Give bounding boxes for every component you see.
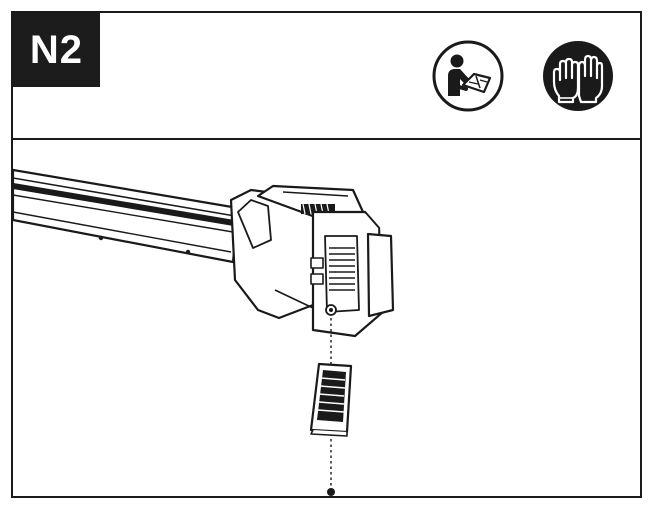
step-badge: N2 — [13, 13, 100, 87]
panel-header: N2 — [13, 13, 640, 140]
tool-head — [229, 184, 395, 338]
read-manual-icon — [432, 40, 504, 112]
tool-shaft — [13, 168, 240, 264]
removed-part — [309, 362, 353, 437]
tool-illustration — [13, 168, 395, 496]
instruction-panel: N2 — [11, 11, 642, 498]
wear-gloves-icon — [543, 41, 613, 111]
screw — [327, 488, 335, 496]
